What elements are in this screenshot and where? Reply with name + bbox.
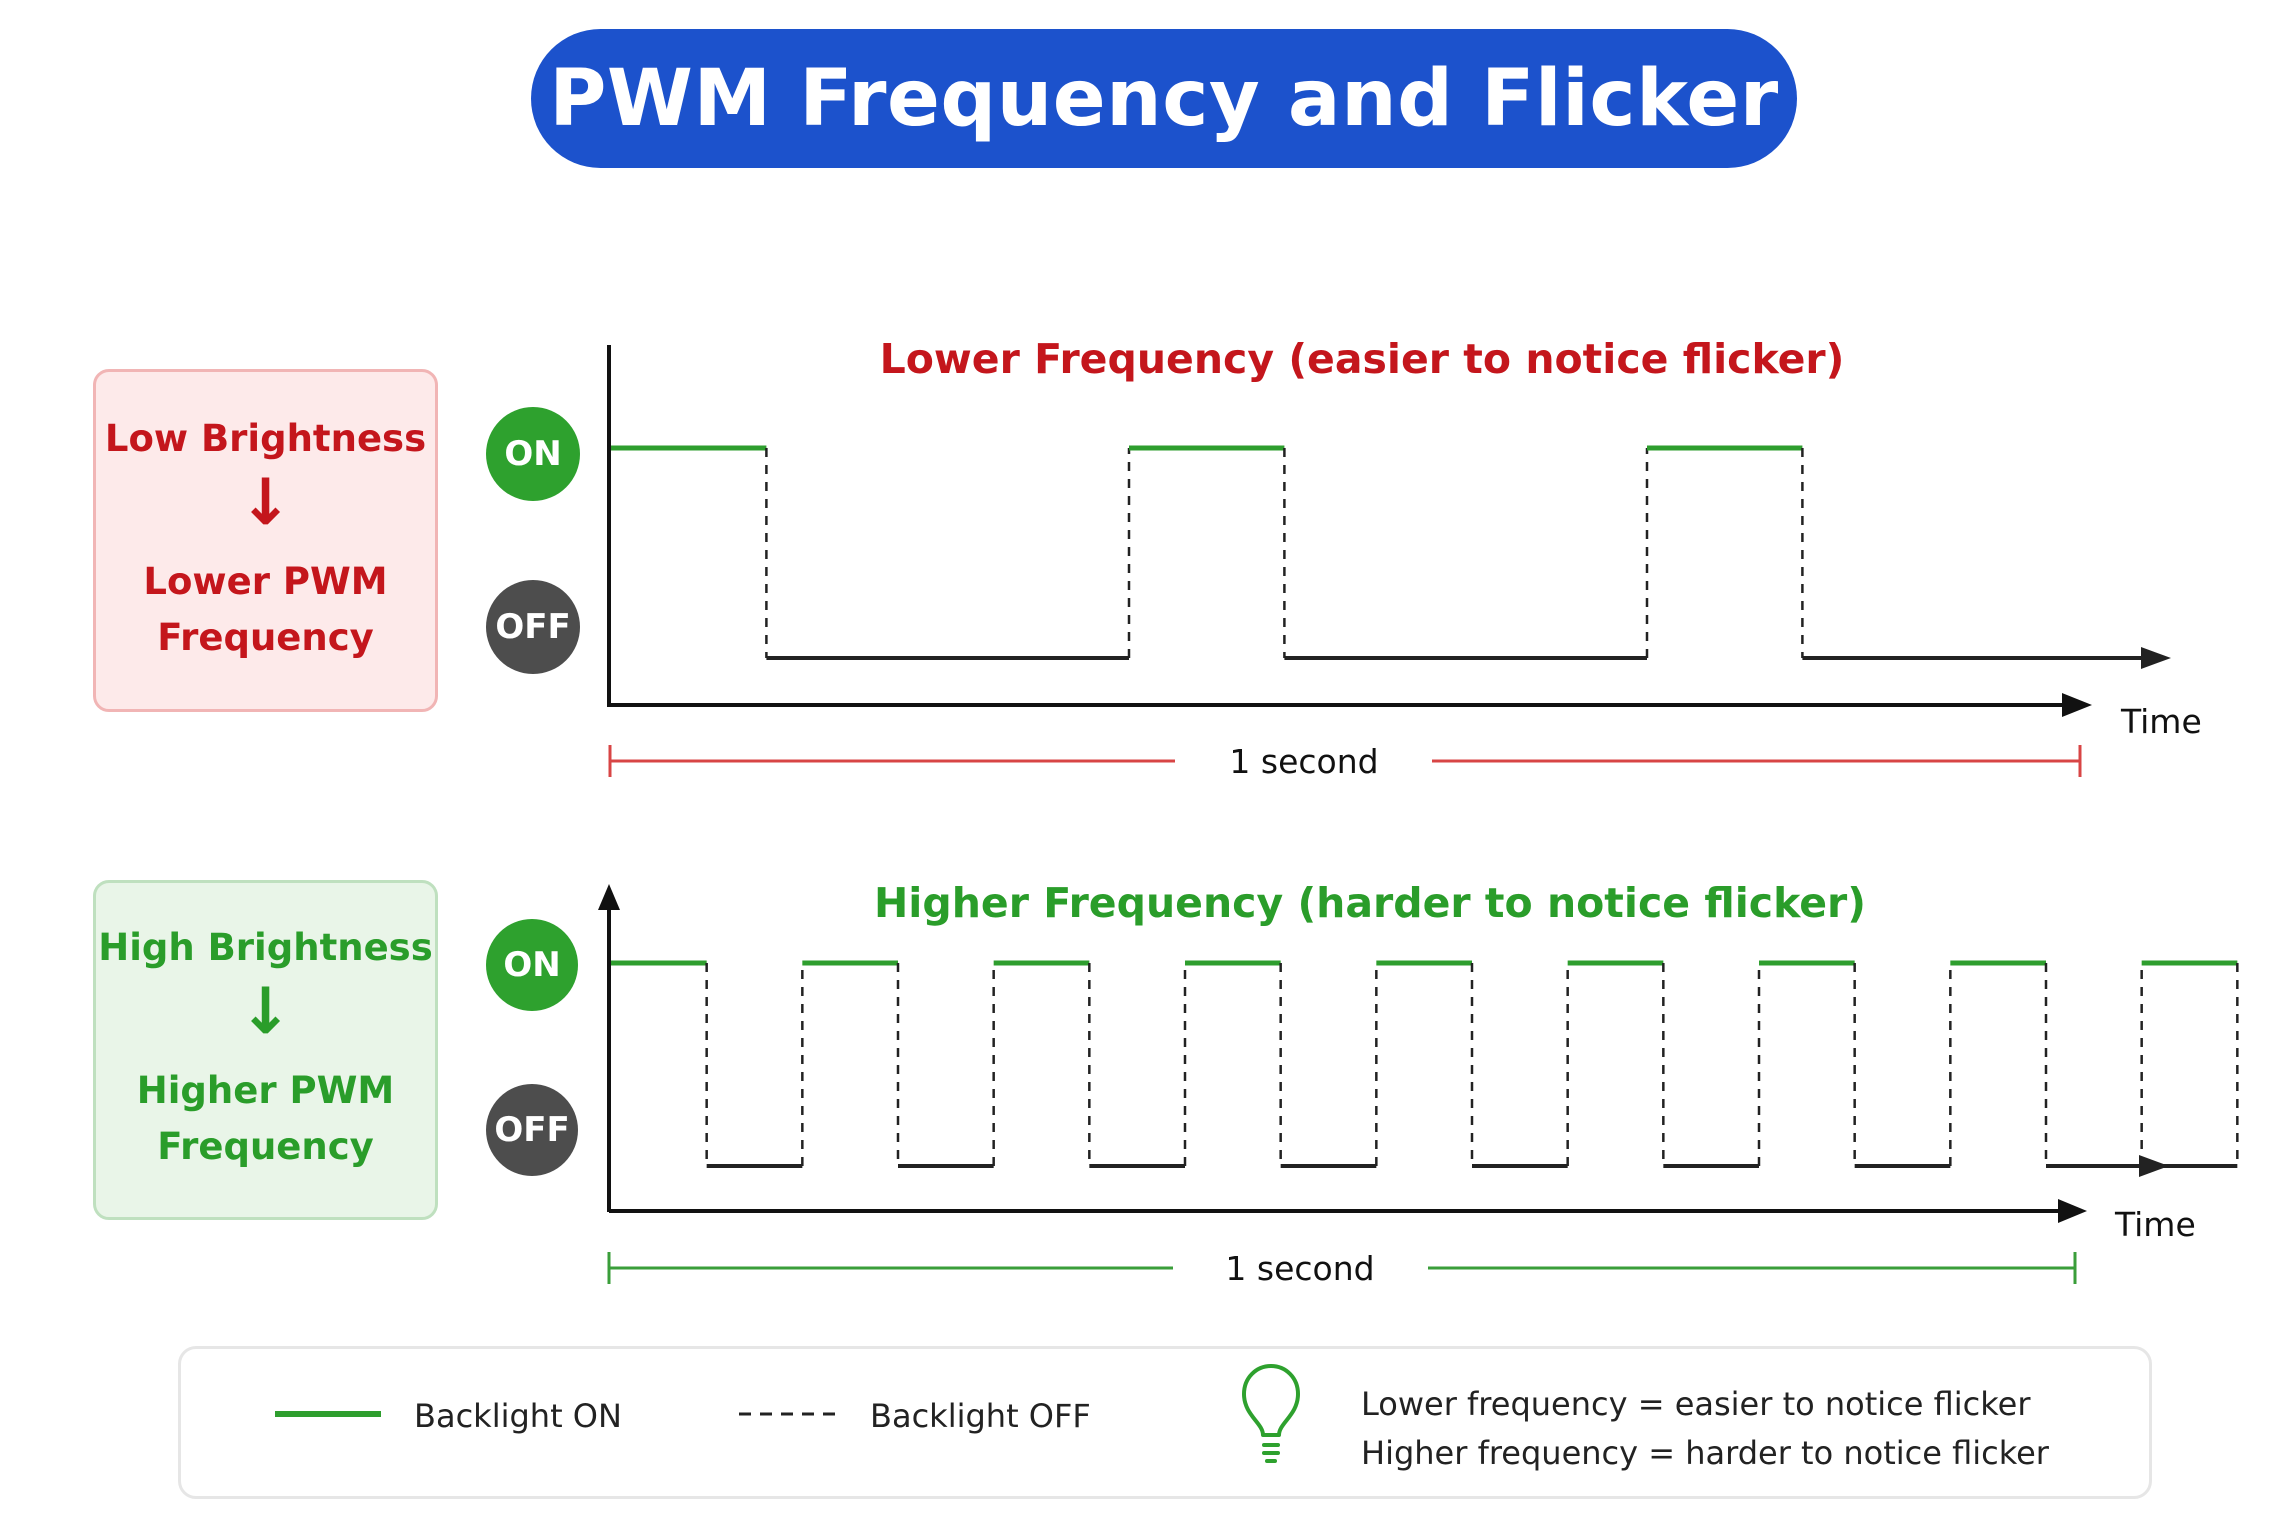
lightbulb-icon <box>1242 1364 1300 1463</box>
low-off-badge: OFF <box>486 580 580 674</box>
high-off-badge: OFF <box>486 1084 578 1176</box>
high-on-badge: ON <box>486 919 578 1011</box>
low-frequency-waveform <box>611 445 2171 669</box>
page-title: PWM Frequency and Flicker <box>531 29 1797 168</box>
low-frequency-heading: Lower Frequency (easier to notice flicke… <box>880 335 1845 383</box>
low-time-axis-arrow <box>2062 693 2092 717</box>
high-span-label: 1 second <box>1225 1249 1374 1288</box>
legend-tip-line2: Higher frequency = harder to notice flic… <box>1361 1434 2049 1472</box>
lower-pwm-label: Lower PWM Frequency <box>143 559 388 659</box>
arrow-down-icon: ↓ <box>238 975 293 1049</box>
legend-tip-line1: Lower frequency = easier to notice flick… <box>1361 1385 2031 1423</box>
high-brightness-box: High Brightness ↓ Higher PWM Frequency <box>93 880 438 1220</box>
high-frequency-waveform <box>611 960 2239 1177</box>
high-y-axis-arrow <box>598 884 620 910</box>
high-time-label: Time <box>2114 1205 2196 1244</box>
low-wave-signal-arrow <box>2141 647 2171 669</box>
high-time-axis-arrow <box>2058 1199 2087 1223</box>
low-brightness-box: Low Brightness ↓ Lower PWM Frequency <box>93 369 438 712</box>
low-brightness-label: Low Brightness <box>104 416 427 460</box>
high-brightness-label: High Brightness <box>98 926 433 969</box>
legend-on-label: Backlight ON <box>414 1397 622 1435</box>
arrow-down-icon: ↓ <box>238 465 293 540</box>
low-time-label: Time <box>2120 702 2202 741</box>
legend-box: Backlight ON Backlight OFF Lower frequen… <box>178 1346 2152 1499</box>
legend-graphics <box>275 1364 1300 1463</box>
higher-pwm-label: Higher PWM Frequency <box>136 1069 395 1168</box>
low-on-badge: ON <box>486 407 580 501</box>
high-frequency-heading: Higher Frequency (harder to notice flick… <box>874 879 1866 927</box>
legend-off-label: Backlight OFF <box>870 1397 1091 1435</box>
low-span-label: 1 second <box>1229 742 1378 781</box>
high-wave-signal-arrow <box>2139 1155 2169 1177</box>
